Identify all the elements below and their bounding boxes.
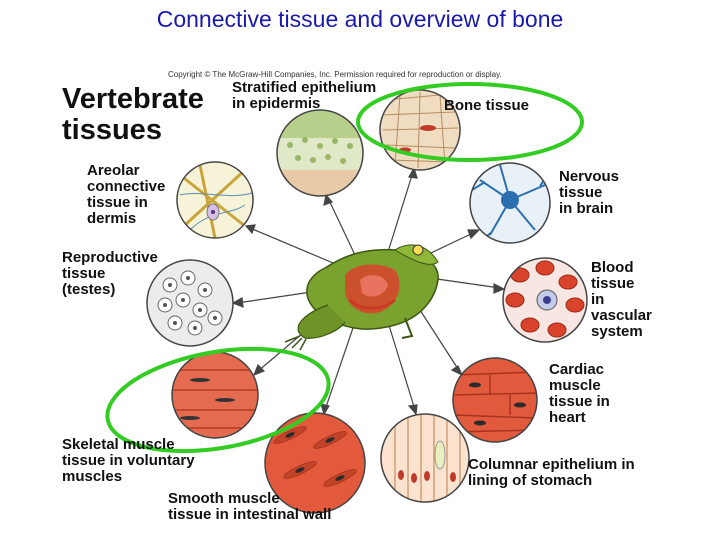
- cardiac-muscle-circle: [453, 358, 537, 442]
- label-line: Skeletal muscle: [62, 436, 175, 453]
- label-areolar-connective: Areolar connective tissue in dermis: [87, 163, 165, 227]
- label-line: heart: [549, 409, 586, 426]
- label-line: tissue in intestinal wall: [168, 506, 332, 523]
- label-cardiac-muscle: Cardiac muscle tissue in heart: [549, 362, 610, 426]
- label-line: tissue in voluntary: [62, 452, 195, 469]
- frog-illustration: [284, 244, 439, 351]
- label-line: Bone tissue: [444, 97, 530, 114]
- label-line: system: [591, 323, 643, 340]
- label-line: dermis: [87, 210, 137, 227]
- label-line: vascular: [591, 307, 652, 324]
- label-line: tissue in: [87, 194, 148, 211]
- arrows: [231, 166, 506, 416]
- figure-heading: Vertebrate tissues: [62, 84, 204, 146]
- label-line: connective: [87, 178, 166, 195]
- label-line: Reproductive: [62, 249, 158, 266]
- slide-title: Connective tissue and overview of bone: [156, 6, 564, 32]
- label-line: muscle: [549, 377, 601, 394]
- nervous-tissue-circle: [470, 163, 550, 243]
- label-line: Nervous: [559, 168, 620, 185]
- label-bone-tissue: Bone tissue: [444, 98, 529, 114]
- skeletal-highlight-ellipse: [105, 346, 331, 454]
- heading-line: tissues: [62, 114, 162, 146]
- label-line: tissue: [559, 184, 603, 201]
- heading-line: Vertebrate: [62, 83, 204, 115]
- label-line: Blood: [591, 259, 634, 276]
- label-line: muscles: [62, 468, 123, 485]
- blood-tissue-circle: [503, 258, 587, 342]
- label-line: tissue: [62, 265, 106, 282]
- label-line: in: [591, 291, 605, 308]
- label-line: (testes): [62, 281, 116, 298]
- label-line: in epidermis: [232, 95, 321, 112]
- label-columnar-epithelium: Columnar epithelium in lining of stomach: [468, 457, 635, 489]
- bone-highlight-ellipse: [356, 82, 584, 162]
- label-line: Areolar: [87, 162, 140, 179]
- label-line: lining of stomach: [468, 472, 593, 489]
- label-line: Smooth muscle: [168, 490, 280, 507]
- label-stratified-epithelium: Stratified epithelium in epidermis: [232, 80, 376, 112]
- label-line: in brain: [559, 200, 614, 217]
- label-line: tissue in: [549, 393, 610, 410]
- copyright-notice: Copyright © The McGraw-Hill Companies, I…: [168, 70, 502, 79]
- label-skeletal-muscle: Skeletal muscle tissue in voluntary musc…: [62, 437, 195, 485]
- label-smooth-muscle: Smooth muscle tissue in intestinal wall: [168, 491, 331, 523]
- label-reproductive-tissue: Reproductive tissue (testes): [62, 250, 158, 298]
- reproductive-tissue-circle: [147, 260, 233, 346]
- label-line: Stratified epithelium: [232, 79, 377, 96]
- label-line: Columnar epithelium in: [468, 456, 635, 473]
- label-line: tissue: [591, 275, 635, 292]
- label-nervous-tissue: Nervous tissue in brain: [559, 169, 619, 217]
- areolar-connective-circle: [177, 162, 253, 238]
- label-blood-tissue: Blood tissue in vascular system: [591, 260, 652, 340]
- label-line: Cardiac: [549, 361, 605, 378]
- stratified-epithelium-circle: [277, 110, 363, 196]
